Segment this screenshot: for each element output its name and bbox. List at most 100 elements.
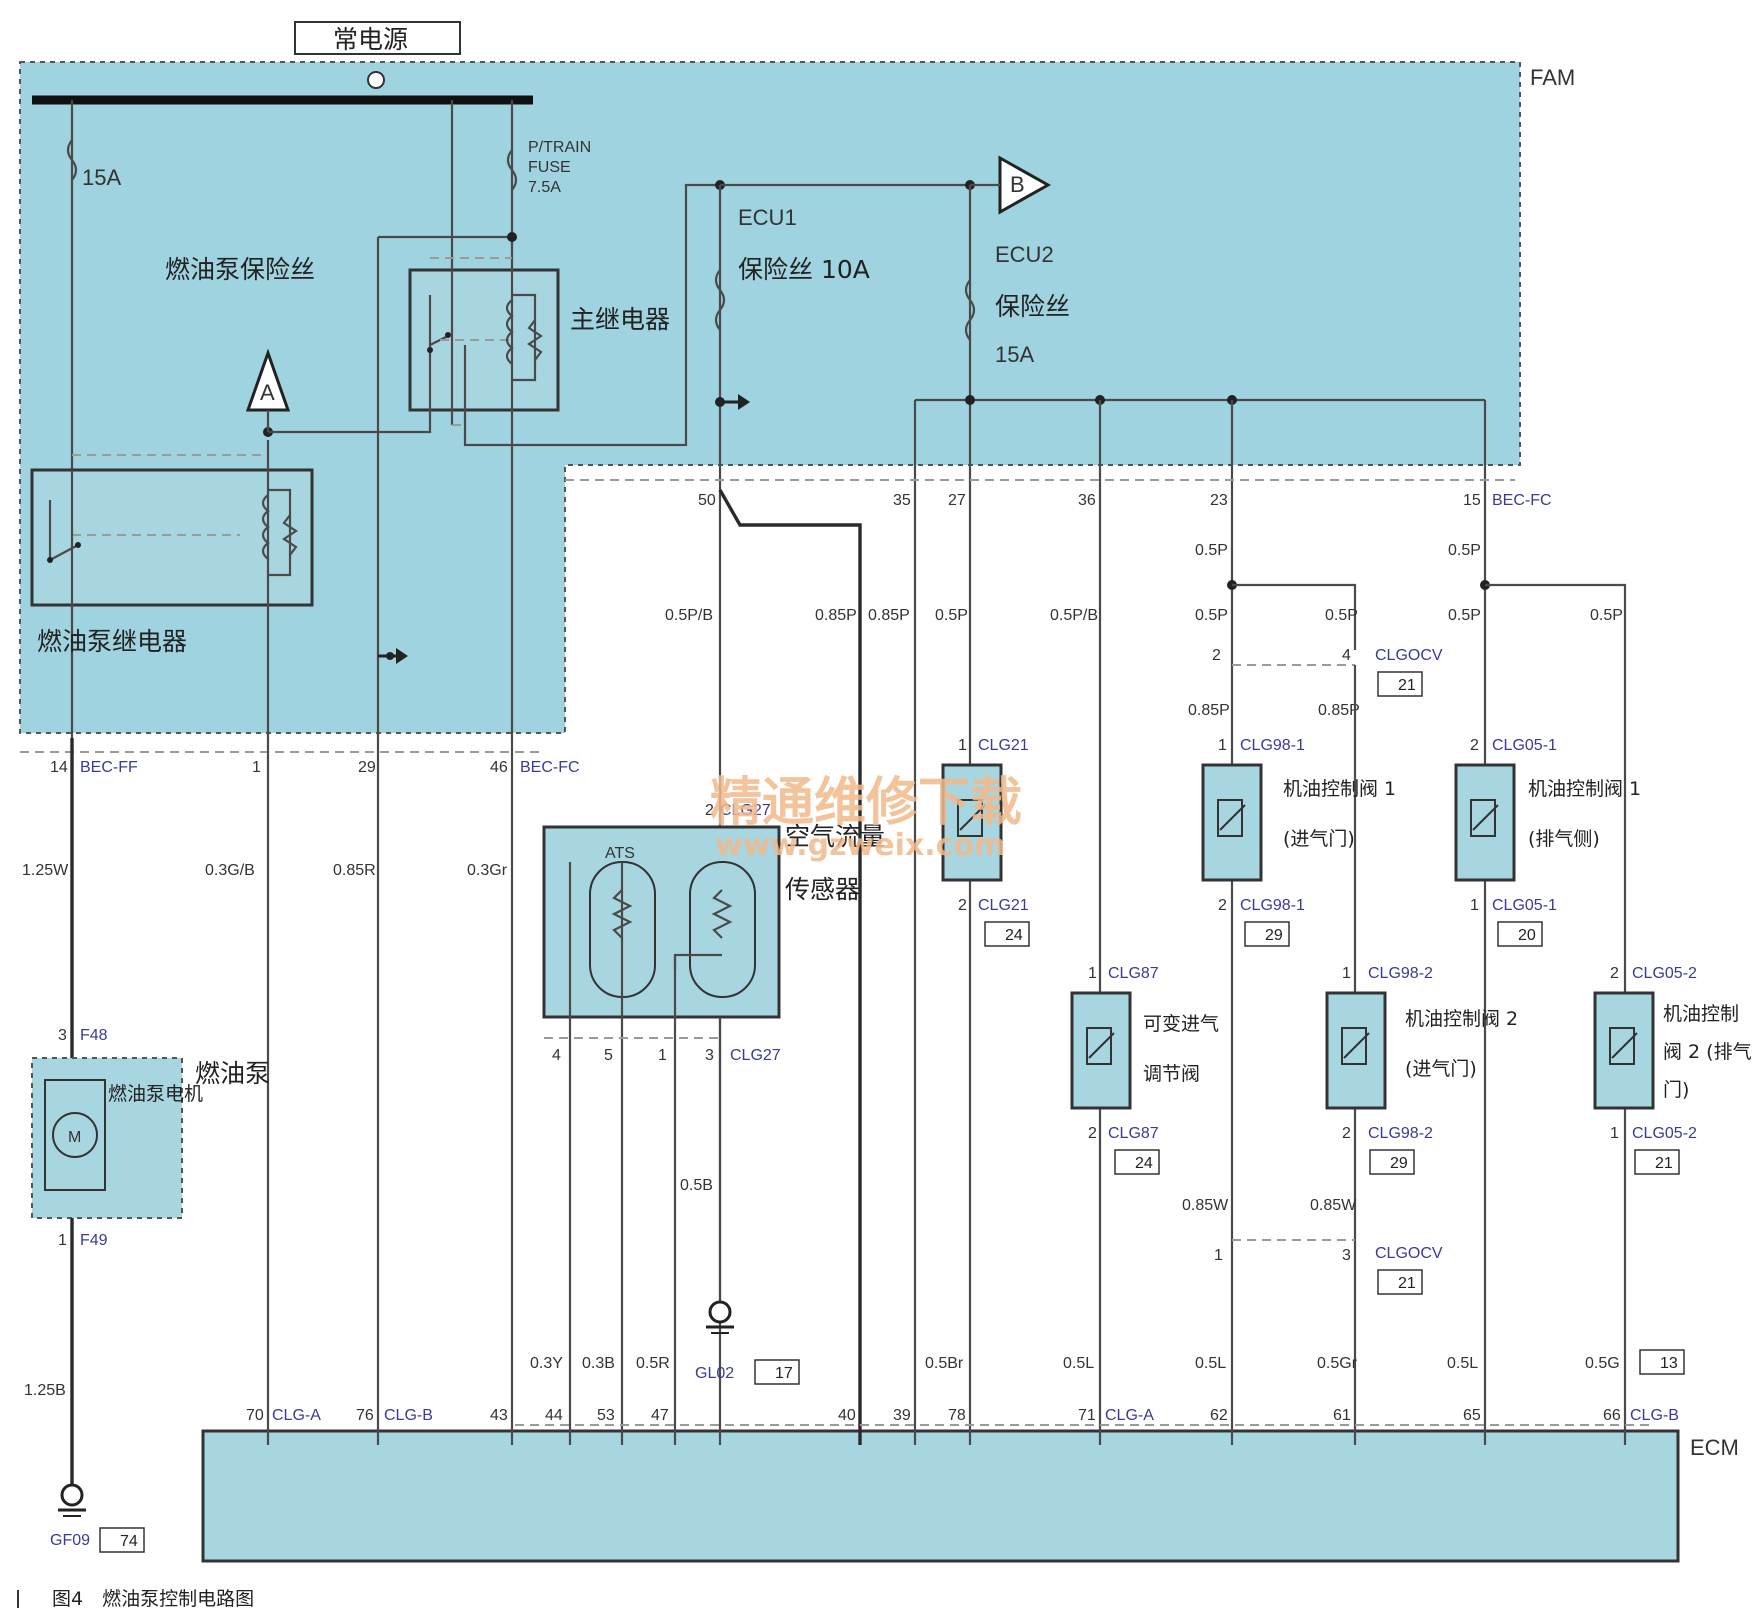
svg-text:2: 2 — [1342, 1125, 1351, 1142]
svg-text:1.25B: 1.25B — [24, 1382, 66, 1399]
fuse-15a-rating: 15A — [82, 165, 121, 190]
svg-text:27: 27 — [948, 492, 966, 509]
svg-text:15: 15 — [1463, 492, 1481, 509]
svg-text:0.5P: 0.5P — [1325, 607, 1358, 624]
svg-text:CLG98-2: CLG98-2 — [1368, 1125, 1433, 1142]
svg-text:0.5G: 0.5G — [1585, 1355, 1620, 1372]
svg-text:0.85W: 0.85W — [1182, 1197, 1229, 1214]
svg-text:0.85W: 0.85W — [1310, 1197, 1357, 1214]
ground-gl02-icon — [708, 1300, 732, 1324]
svg-text:0.5P: 0.5P — [935, 607, 968, 624]
svg-text:0.5L: 0.5L — [1447, 1355, 1478, 1372]
svg-text:CLG27: CLG27 — [720, 802, 771, 819]
svg-text:CLG-B: CLG-B — [384, 1407, 433, 1424]
svg-text:65: 65 — [1463, 1407, 1481, 1424]
svg-text:62: 62 — [1210, 1407, 1228, 1424]
svg-text:CLG21: CLG21 — [978, 737, 1029, 754]
svg-text:40: 40 — [838, 1407, 856, 1424]
svg-text:0.5P/B: 0.5P/B — [1050, 607, 1098, 624]
clg21-component — [941, 763, 1003, 882]
svg-text:1.25W: 1.25W — [22, 862, 69, 879]
ground-gf09-icon — [60, 1483, 84, 1507]
svg-text:F49: F49 — [80, 1232, 108, 1249]
svg-text:29: 29 — [1265, 927, 1283, 944]
svg-text:20: 20 — [1518, 927, 1536, 944]
ecu1-name: ECU1 — [738, 205, 797, 230]
fuse-15a-symbol — [66, 139, 78, 181]
svg-text:0.5Br: 0.5Br — [925, 1355, 964, 1372]
svg-text:50: 50 — [698, 492, 716, 509]
svg-text:76: 76 — [356, 1407, 374, 1424]
svg-text:2: 2 — [958, 897, 967, 914]
svg-text:2: 2 — [1610, 965, 1619, 982]
svg-text:24: 24 — [1135, 1155, 1153, 1172]
fuel-pump-relay — [30, 468, 314, 607]
svg-text:21: 21 — [1655, 1155, 1673, 1172]
fuel-pump-relay-label: 燃油泵继电器 — [37, 627, 187, 656]
ecm-box — [201, 1429, 1680, 1563]
svg-text:F48: F48 — [80, 1027, 108, 1044]
svg-text:29: 29 — [1390, 1155, 1408, 1172]
svg-text:CLG05-2: CLG05-2 — [1632, 1125, 1697, 1142]
ecu1-label: 保险丝 10A — [738, 255, 870, 284]
marker-a-label: A — [260, 380, 275, 405]
svg-text:0.5L: 0.5L — [1063, 1355, 1094, 1372]
svg-text:0.3Gr: 0.3Gr — [467, 862, 508, 879]
svg-text:0.5R: 0.5R — [636, 1355, 670, 1372]
svg-text:CLG-A: CLG-A — [1105, 1407, 1154, 1424]
svg-text:66: 66 — [1603, 1407, 1621, 1424]
ecu2-fuse-symbol — [964, 279, 976, 341]
svg-text:CLG-A: CLG-A — [272, 1407, 321, 1424]
clg98-2-component — [1325, 991, 1387, 1110]
svg-text:1: 1 — [1088, 965, 1097, 982]
maf-name-1: 空气流量 — [785, 822, 885, 851]
svg-text:5: 5 — [604, 1047, 613, 1064]
svg-text:0.5P: 0.5P — [1195, 542, 1228, 559]
svg-text:0.5Gr: 0.5Gr — [1317, 1355, 1358, 1372]
fuel-pump-fuse-label: 燃油泵保险丝 — [165, 255, 315, 284]
svg-text:70: 70 — [246, 1407, 264, 1424]
power-source-box — [294, 21, 461, 55]
svg-text:4: 4 — [1342, 647, 1351, 664]
svg-text:CLG21: CLG21 — [978, 897, 1029, 914]
clg98-1-name-2: (进气门) — [1283, 828, 1355, 850]
svg-text:1: 1 — [252, 759, 261, 776]
svg-text:0.3Y: 0.3Y — [530, 1355, 563, 1372]
clg98-1-component — [1201, 763, 1263, 882]
watermark-line2: www.gzweix.com — [715, 828, 1005, 863]
clg05-1-component — [1454, 763, 1516, 882]
svg-text:3: 3 — [58, 1027, 67, 1044]
svg-text:CLG98-1: CLG98-1 — [1240, 897, 1305, 914]
maf-element — [689, 861, 756, 998]
main-relay-label: 主继电器 — [570, 305, 670, 334]
svg-text:24: 24 — [1005, 927, 1023, 944]
svg-text:2: 2 — [1218, 897, 1227, 914]
svg-text:CLG98-2: CLG98-2 — [1368, 965, 1433, 982]
svg-text:23: 23 — [1210, 492, 1228, 509]
svg-text:1: 1 — [1218, 737, 1227, 754]
svg-text:78: 78 — [948, 1407, 966, 1424]
svg-text:CLG05-1: CLG05-1 — [1492, 897, 1557, 914]
clg98-2-name-2: (进气门) — [1405, 1058, 1477, 1080]
clg05-2-name-2: 阀 2 (排气 — [1663, 1041, 1752, 1063]
clg05-1-name-1: 机油控制阀 1 — [1528, 778, 1641, 800]
svg-text:1: 1 — [958, 737, 967, 754]
svg-text:CLGOCV: CLGOCV — [1375, 647, 1443, 664]
svg-text:2: 2 — [705, 802, 714, 819]
bec-ff-label: BEC-FF — [80, 759, 138, 776]
svg-text:CLG27: CLG27 — [730, 1047, 781, 1064]
svg-text:2: 2 — [1088, 1125, 1097, 1142]
svg-text:1: 1 — [1342, 965, 1351, 982]
ptrain-fuse-line2: FUSE — [528, 159, 571, 176]
clg05-2-component — [1593, 991, 1655, 1110]
svg-text:21: 21 — [1398, 1275, 1416, 1292]
svg-text:47: 47 — [651, 1407, 669, 1424]
fuel-pump-motor-label: 燃油泵电机 — [108, 1083, 203, 1105]
svg-text:21: 21 — [1398, 677, 1416, 694]
svg-text:0.85P: 0.85P — [1318, 702, 1360, 719]
bec-fc-mid: BEC-FC — [520, 759, 580, 776]
clg05-1-name-2: (排气侧) — [1528, 828, 1600, 850]
svg-text:14: 14 — [50, 759, 68, 776]
svg-text:0.85P: 0.85P — [815, 607, 857, 624]
svg-text:3: 3 — [705, 1047, 714, 1064]
